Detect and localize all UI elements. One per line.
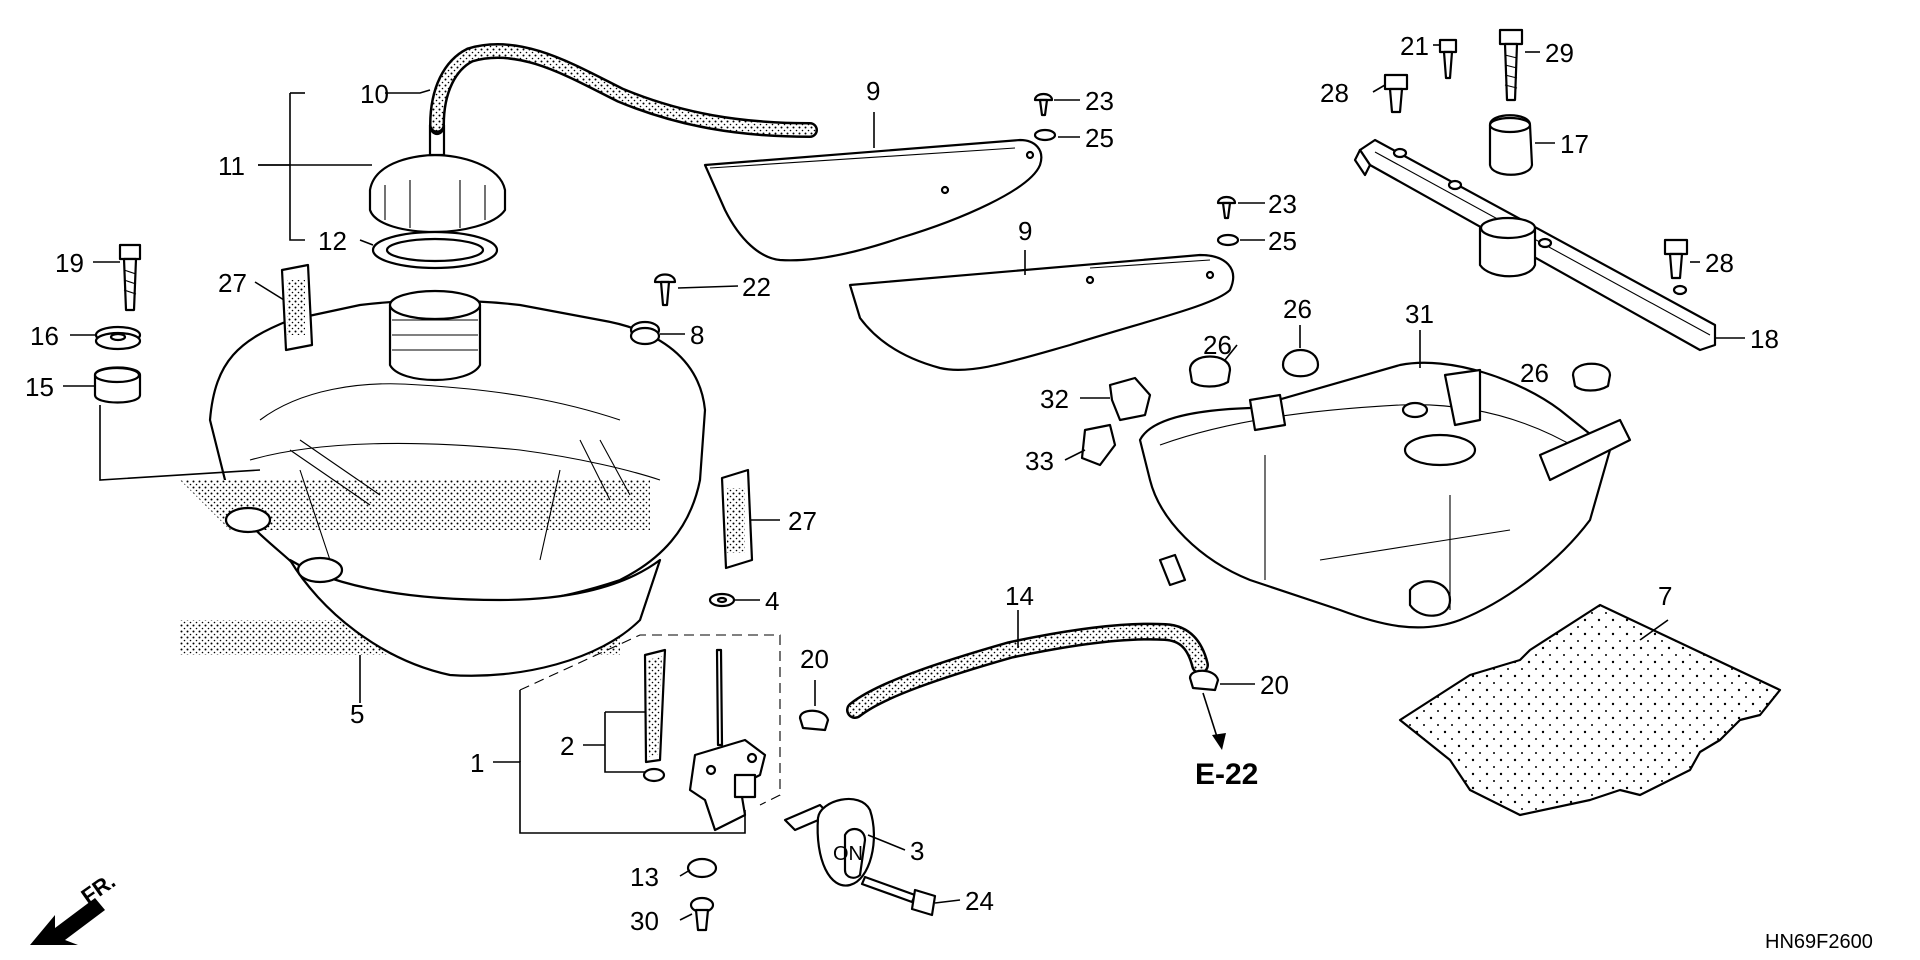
callout-7: 7 xyxy=(1658,581,1672,611)
callout-29: 29 xyxy=(1545,38,1574,68)
screw-22 xyxy=(653,273,677,307)
callout-11: 11 xyxy=(218,151,245,181)
fuel-hose-14 xyxy=(846,622,1209,719)
callout-26-middle: 26 xyxy=(1283,294,1312,324)
o-ring-13 xyxy=(686,857,718,879)
callout-16: 16 xyxy=(30,321,59,351)
cap-26-c xyxy=(1571,362,1612,392)
tank-rubber-27-left xyxy=(280,263,314,352)
cap-26-b xyxy=(1281,349,1320,378)
cap-26-a xyxy=(1188,355,1232,388)
callout-23-upper: 23 xyxy=(1085,86,1114,116)
callout-26-right: 26 xyxy=(1520,358,1549,388)
diagram-code: HN69F2600 xyxy=(1765,931,1873,953)
cross-reference-label: E-22 xyxy=(1195,758,1258,791)
callout-12: 12 xyxy=(318,226,347,256)
breather-hose xyxy=(429,43,818,138)
seat-bracket-18 xyxy=(1353,138,1717,352)
callout-33: 33 xyxy=(1025,446,1054,476)
screws-23-25 xyxy=(1033,92,1240,247)
callout-25-upper: 25 xyxy=(1085,123,1114,153)
callout-14: 14 xyxy=(1005,581,1034,611)
e22-arrow xyxy=(1202,692,1226,750)
clip-33 xyxy=(1080,423,1117,467)
callout-24: 24 xyxy=(965,886,994,916)
callout-9-upper: 9 xyxy=(866,76,880,106)
callout-18: 18 xyxy=(1750,324,1779,354)
callout-20-left: 20 xyxy=(800,644,829,674)
callout-32: 32 xyxy=(1040,384,1069,414)
callout-15: 15 xyxy=(25,372,54,402)
callout-8: 8 xyxy=(690,320,704,350)
callout-labels: 10 11 12 19 16 15 27 27 22 8 4 5 1 2 13 … xyxy=(25,31,1873,953)
callout-5: 5 xyxy=(350,699,364,729)
callout-4: 4 xyxy=(765,586,779,616)
fuel-valve-assembly-box xyxy=(519,634,781,806)
bolt-19 xyxy=(118,243,142,312)
bolt-24 xyxy=(860,875,937,917)
callout-3: 3 xyxy=(910,836,924,866)
fuel-cap-gasket xyxy=(371,230,499,270)
callout-31: 31 xyxy=(1405,299,1434,329)
fuel-tank xyxy=(180,289,707,677)
fuel-cap xyxy=(368,120,507,234)
screw-30 xyxy=(689,896,715,932)
bolt-29 xyxy=(1498,28,1524,102)
callout-26-left: 26 xyxy=(1203,330,1232,360)
callout-23-lower: 23 xyxy=(1268,189,1297,219)
side-cover-9-upper xyxy=(703,138,1043,262)
skid-plate-7 xyxy=(1398,603,1782,817)
callout-28-right: 28 xyxy=(1705,248,1734,278)
callout-19: 19 xyxy=(55,248,84,278)
tank-rubber-27-right xyxy=(720,468,754,570)
svg-text:ON: ON xyxy=(833,843,863,865)
collar-16 xyxy=(94,325,142,351)
washer-4 xyxy=(708,592,736,608)
strainer-2 xyxy=(642,648,667,783)
callout-2: 2 xyxy=(560,731,574,761)
callout-27-left: 27 xyxy=(218,268,247,298)
rubber-mount-15 xyxy=(93,366,142,404)
front-indicator-text: FR. xyxy=(77,868,120,909)
callout-25-lower: 25 xyxy=(1268,226,1297,256)
callout-10: 10 xyxy=(360,79,389,109)
callout-21: 21 xyxy=(1400,31,1429,61)
callout-1: 1 xyxy=(470,748,484,778)
callout-17: 17 xyxy=(1560,129,1589,159)
callout-13: 13 xyxy=(630,862,659,892)
fuel-valve-lever-3: ON xyxy=(783,797,875,887)
leader-lines xyxy=(63,44,1745,921)
hose-clip-20-right xyxy=(1188,669,1220,692)
bolt-28-right xyxy=(1663,238,1689,280)
hose-clip-20-left xyxy=(798,709,830,732)
bolt-21 xyxy=(1438,38,1458,80)
callout-9-lower: 9 xyxy=(1018,216,1032,246)
tank-guard-31 xyxy=(1138,361,1632,629)
fuel-valve-body xyxy=(688,648,767,832)
callout-22: 22 xyxy=(742,272,771,302)
callout-28-left: 28 xyxy=(1320,78,1349,108)
front-direction-arrow: FR. xyxy=(30,868,120,945)
callout-20-right: 20 xyxy=(1260,670,1289,700)
rubber-damper-17 xyxy=(1488,114,1534,176)
grommet-8 xyxy=(629,320,661,346)
clip-32 xyxy=(1108,376,1152,422)
bolt-28-left xyxy=(1383,73,1409,114)
side-cover-9-lower xyxy=(848,253,1235,372)
callout-27-right: 27 xyxy=(788,506,817,536)
callout-30: 30 xyxy=(630,906,659,936)
